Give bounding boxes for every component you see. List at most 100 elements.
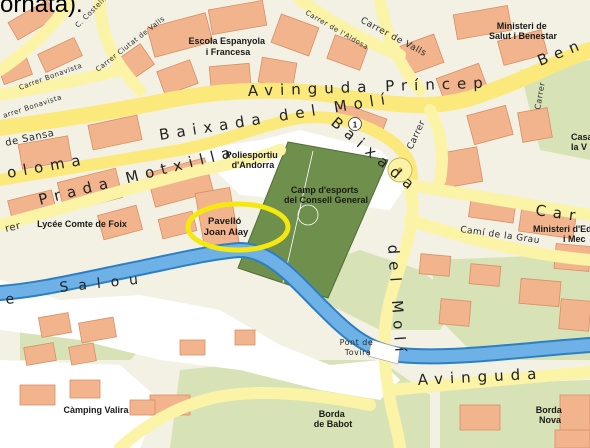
poi-label-escola-line1: Escola Espanyola <box>188 36 266 46</box>
building-block <box>68 342 97 366</box>
building-block <box>19 384 56 406</box>
building-block <box>37 36 83 74</box>
building-block <box>234 329 256 346</box>
road-costella-valls <box>0 0 76 76</box>
building-block <box>23 342 57 366</box>
poi-label-borda-babot-line1: Borda <box>319 409 346 419</box>
road-carrer-local <box>424 104 448 186</box>
road-avinguda-princep-benlloch <box>0 42 590 136</box>
road-prada-motxilla <box>0 144 286 231</box>
building-block <box>466 104 514 146</box>
poi-label-ministeri-right-line2: i Mec <box>563 234 586 244</box>
poi-labels: Escola Espanyola i Francesa Ministeri de… <box>37 21 590 429</box>
building-block <box>418 253 452 277</box>
poi-label-ministeri-salut: Ministeri de Salut i Benestar <box>489 21 558 41</box>
poi-label-poliesportiu-line2: d'Andorra <box>232 160 276 170</box>
road-bonavista <box>0 64 126 101</box>
field-circle <box>297 204 319 226</box>
pont-de-tovira-bridge <box>367 339 401 365</box>
poi-label-escola-line2: i Francesa <box>206 47 252 57</box>
poi-label-lycee-text: Lycée Comte de Foix <box>37 219 127 229</box>
poi-label-camp-esports: Camp d'esports del Consell General <box>284 185 368 205</box>
street-label-rer: rer <box>4 220 22 235</box>
road-carrer-valls <box>374 0 426 96</box>
building-block <box>38 312 72 338</box>
poi-label-casa-line2: la V <box>571 142 587 152</box>
roundabout <box>387 157 413 183</box>
poi-label-borda-babot-line2: de Babot <box>314 419 353 429</box>
plaza-area <box>0 360 160 448</box>
building-block <box>270 13 320 57</box>
route-badge-circle <box>348 117 362 131</box>
roundabout-center <box>397 167 403 173</box>
building-block <box>87 114 143 151</box>
building-block <box>156 59 199 96</box>
poi-label-camping-text: Càmping Valira <box>63 405 129 415</box>
road-moli-south <box>378 184 419 448</box>
building-block <box>179 339 206 356</box>
poi-label-camp-line1: Camp d'esports <box>291 185 359 195</box>
poi-label-ministeri-right: Ministeri d'Ed i Mec <box>533 224 590 244</box>
poi-label-escola: Escola Espanyola i Francesa <box>188 36 267 57</box>
poi-label-pont-line2: Tovira <box>344 348 372 357</box>
road-carrer-east <box>404 179 590 221</box>
building-block <box>69 379 101 399</box>
building-block <box>559 394 590 436</box>
poi-label-casa: Casa la V <box>571 132 590 152</box>
gran-valira-river <box>0 241 590 365</box>
road-cami-grau <box>404 214 590 266</box>
poi-label-pavello: Pavelló Joan Alay <box>204 216 249 238</box>
road-south-west <box>114 387 376 448</box>
poi-label-borda-nova: Borda Nova <box>536 405 565 425</box>
building-block <box>497 29 548 66</box>
green-area <box>440 380 590 448</box>
building-block <box>459 404 501 431</box>
poi-label-pont-line1: Pont de <box>340 338 374 347</box>
building-block <box>326 34 369 71</box>
building-block <box>129 399 156 416</box>
building-block <box>452 4 513 41</box>
building-block <box>208 62 252 88</box>
route-badge: 1 <box>348 117 362 131</box>
poi-label-borda-nova-line1: Borda <box>536 405 563 415</box>
poi-label-poliesportiu: Poliesportiu d'Andorra <box>226 150 281 170</box>
pavello-highlight[interactable]: Pavelló Joan Alay <box>185 201 291 253</box>
river-water <box>0 243 590 363</box>
building-block <box>78 316 117 344</box>
poi-label-camp-line2: del Consell General <box>284 195 368 205</box>
route-badge-number: 1 <box>353 121 358 130</box>
road-aldosa <box>294 0 406 61</box>
building-block <box>96 204 144 241</box>
poi-label-borda-babot: Borda de Babot <box>314 409 353 429</box>
building-block <box>438 298 472 327</box>
poi-label-lycee: Lycée Comte de Foix <box>37 219 127 229</box>
building-block <box>517 107 553 143</box>
poi-label-pont-tovira: Pont de Tovira <box>340 338 377 357</box>
road-carrer-ciutat-valls <box>94 0 146 96</box>
poi-label-casa-line1: Casa <box>571 132 590 142</box>
poi-label-borda-nova-line2: Nova <box>539 415 562 425</box>
poi-label-ministeri-right-line1: Ministeri d'Ed <box>533 224 590 234</box>
building-block <box>468 263 502 287</box>
building-block <box>146 12 214 58</box>
poi-label-pavello-line1: Pavelló <box>208 216 241 227</box>
highlight-ellipse <box>185 201 291 253</box>
poi-label-pavello-line2: Joan Alay <box>204 227 249 238</box>
road-baixada-moli <box>0 111 418 196</box>
building-block <box>558 298 590 332</box>
poi-label-ministeri-salut-line1: Ministeri de <box>497 21 547 31</box>
poi-label-ministeri-salut-line2: Salut i Benestar <box>489 31 558 41</box>
building-block <box>207 0 268 36</box>
river-label-e: e <box>5 290 25 308</box>
building-block <box>7 0 58 41</box>
building-block <box>17 135 73 170</box>
poi-label-poliesportiu-line1: Poliesportiu <box>226 150 278 160</box>
poi-label-camping: Càmping Valira <box>63 405 129 415</box>
road-avinguda-south <box>384 366 590 396</box>
caption-text: ornata). <box>0 0 83 18</box>
building-block <box>518 277 562 308</box>
building-block <box>554 429 590 448</box>
